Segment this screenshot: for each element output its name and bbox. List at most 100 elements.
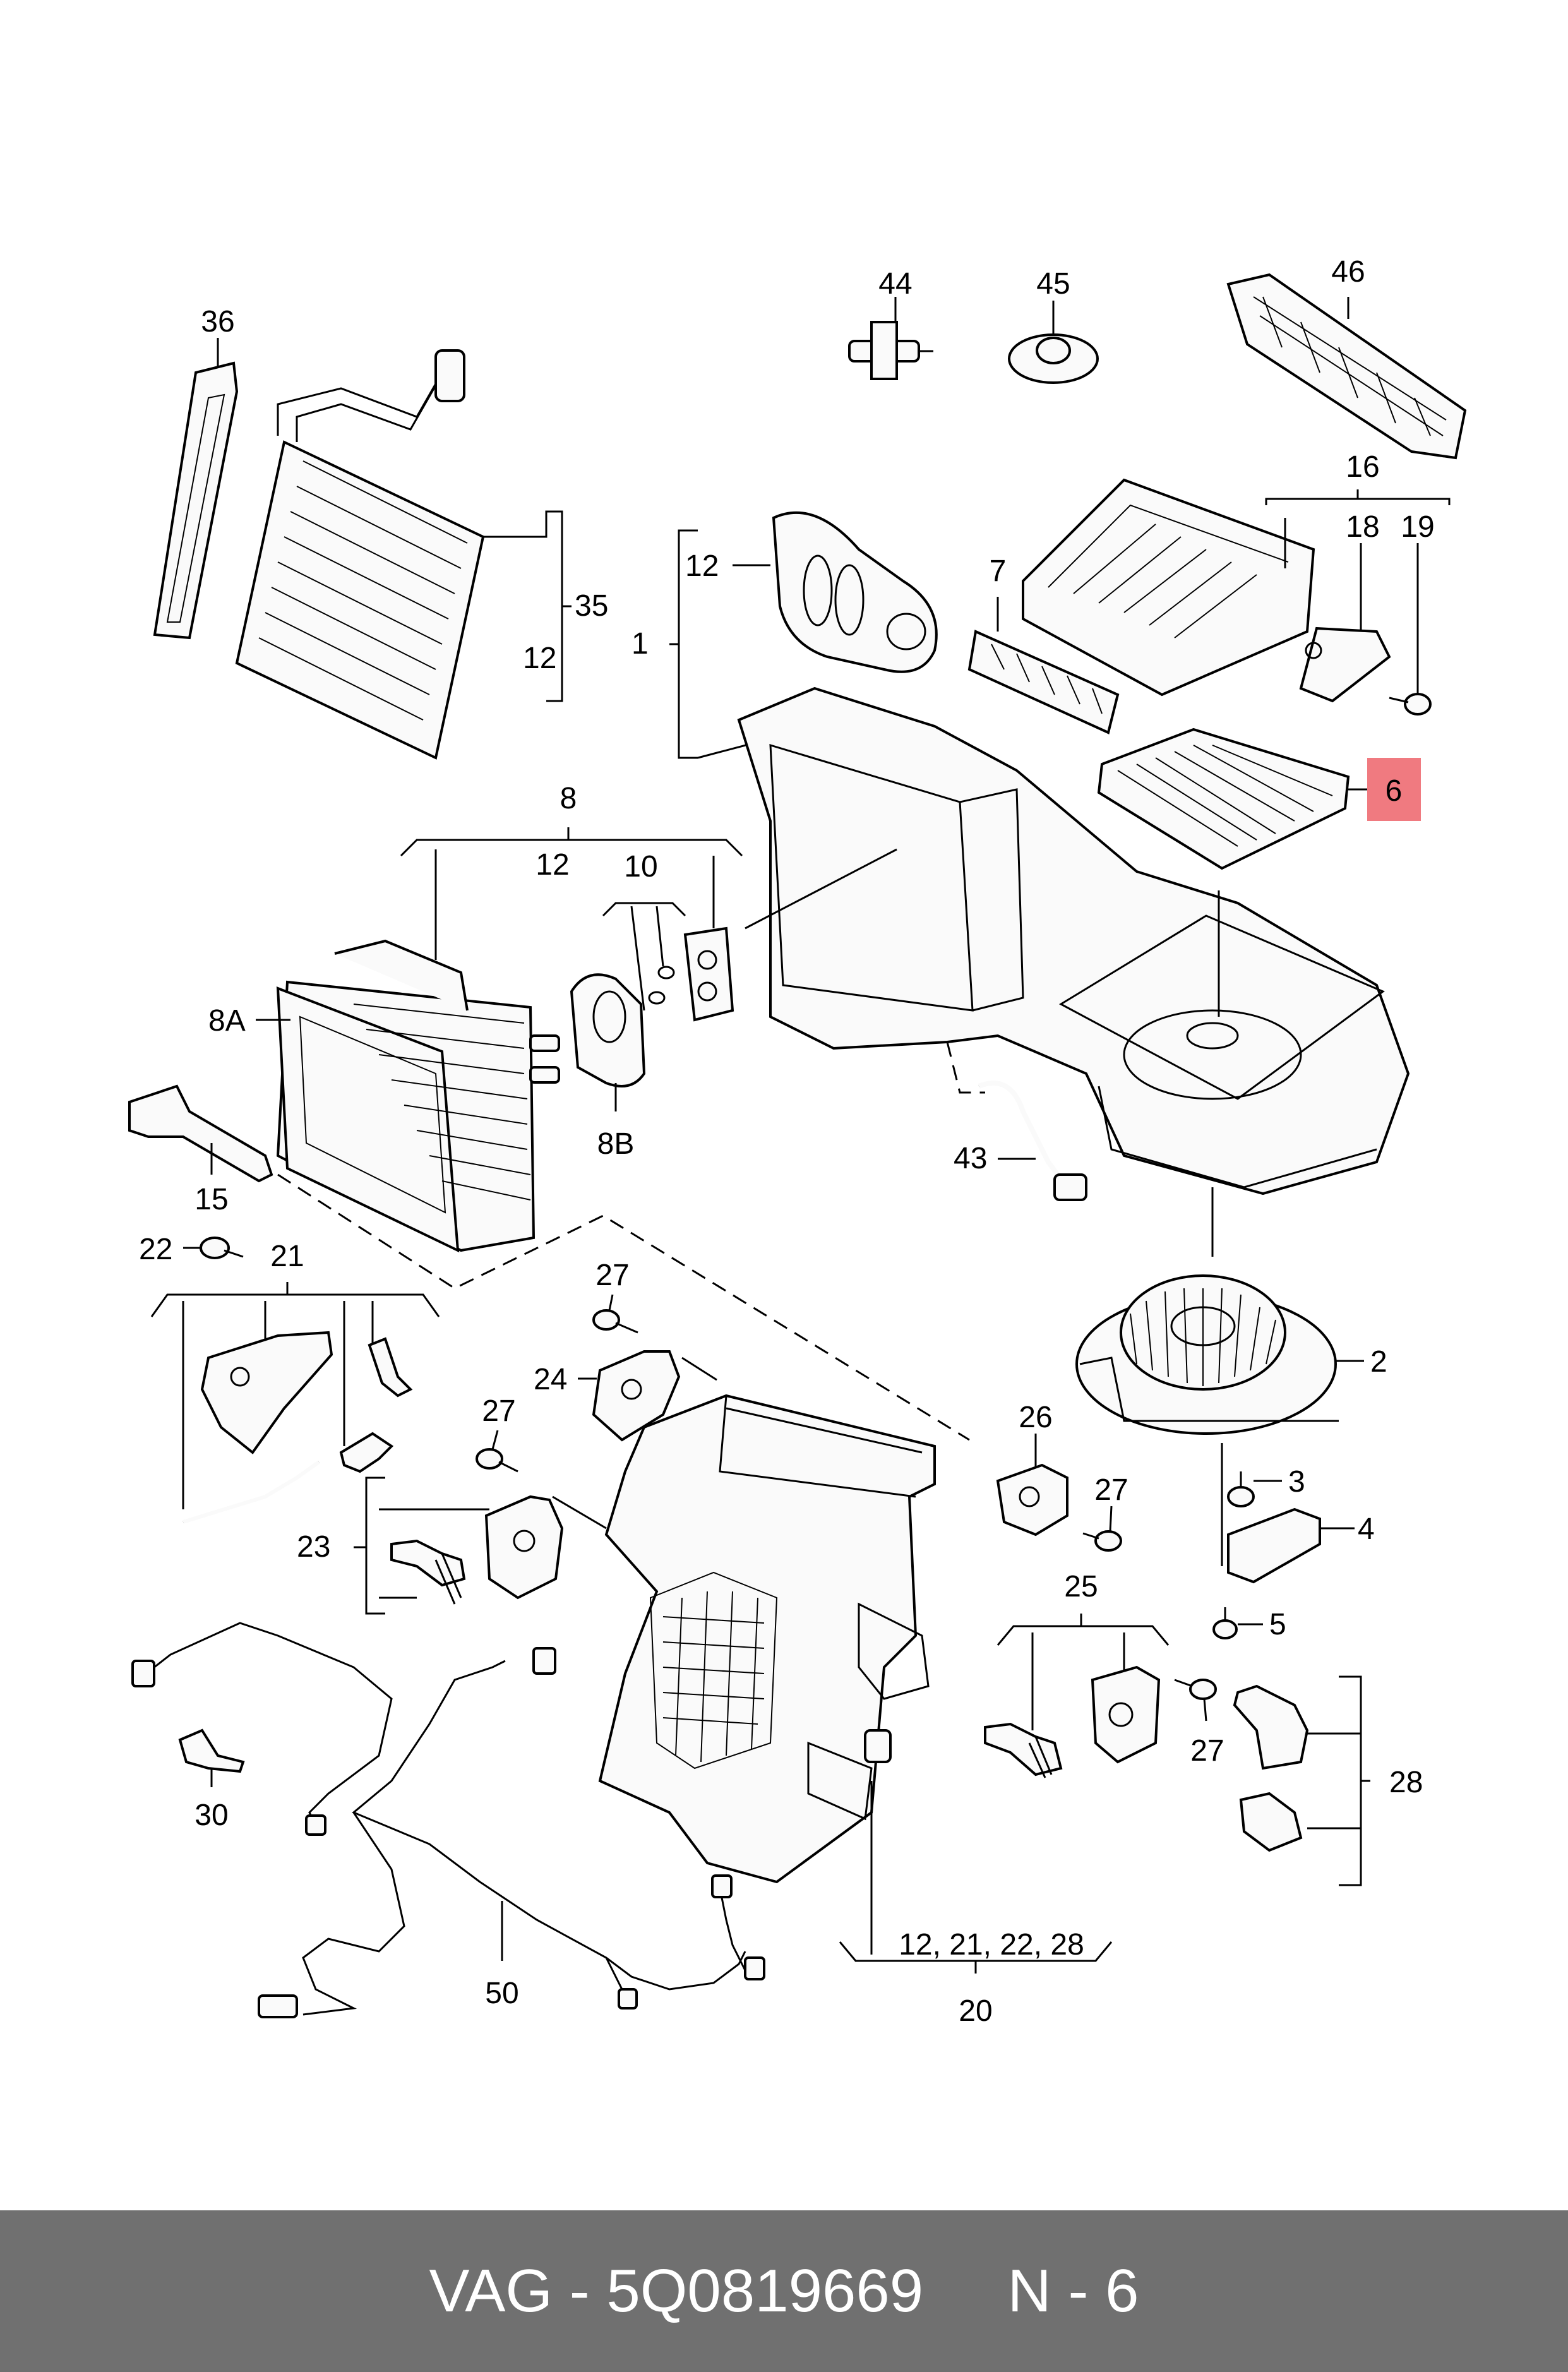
part-8A-evaporator xyxy=(276,939,560,1253)
part-23-pin xyxy=(390,1539,466,1605)
bracket-16 xyxy=(1265,498,1451,505)
part-27c-screw xyxy=(1082,1530,1122,1552)
part-50-wiring-harness xyxy=(131,1622,765,2018)
part-23-actuator xyxy=(484,1495,564,1600)
leader-housing-8 xyxy=(745,848,897,930)
part-27d-screw xyxy=(1174,1679,1217,1700)
dashed-connector-evaporator xyxy=(277,1173,970,1441)
leader-27b xyxy=(491,1430,499,1450)
leader-27d xyxy=(1203,1698,1207,1722)
part-19-screw xyxy=(1389,693,1432,716)
part-20-heater-housing xyxy=(598,1394,936,1884)
part-5-screw xyxy=(1212,1607,1238,1639)
part-o-rings xyxy=(648,966,675,1005)
bracket-28 xyxy=(1339,1675,1362,1886)
label-50: 50 xyxy=(485,1977,518,2010)
part-6-cabin-filter xyxy=(1097,728,1350,870)
part-43-hose xyxy=(978,1081,1087,1201)
label-27a: 27 xyxy=(595,1259,629,1292)
label-21: 21 xyxy=(270,1240,304,1273)
label-26: 26 xyxy=(1019,1401,1052,1434)
label-20: 20 xyxy=(959,1994,992,2028)
bracket-35 xyxy=(483,510,563,702)
part-36-bracket xyxy=(153,361,239,640)
part-22-screw xyxy=(200,1237,244,1259)
label-46: 46 xyxy=(1331,255,1365,289)
bracket-23 xyxy=(365,1477,385,1615)
part-27a-screw xyxy=(592,1309,638,1334)
label-12-35: 12 xyxy=(523,642,556,675)
label-45: 45 xyxy=(1036,267,1070,301)
part-25-pin xyxy=(984,1722,1063,1778)
footer-bar: VAG - 5Q0819669 N - 6 xyxy=(0,2210,1568,2372)
label-1: 1 xyxy=(631,627,649,661)
label-8: 8 xyxy=(560,782,577,815)
part-21-clip-a xyxy=(368,1337,413,1398)
label-15: 15 xyxy=(195,1183,228,1216)
part-21-clip-b xyxy=(339,1432,394,1473)
bracket-8 xyxy=(400,839,743,857)
label-2: 2 xyxy=(1370,1345,1387,1379)
bracket-25 xyxy=(996,1625,1170,1646)
part-28-servo-a xyxy=(1233,1684,1309,1770)
label-16: 16 xyxy=(1346,450,1379,484)
label-6: 6 xyxy=(1385,774,1403,808)
label-18: 18 xyxy=(1346,510,1379,544)
label-12-8: 12 xyxy=(536,848,569,882)
label-27d: 27 xyxy=(1190,1734,1224,1768)
part-46-grille xyxy=(1226,273,1467,460)
leader-10a xyxy=(630,906,645,1011)
label-12-top: 12 xyxy=(685,549,719,583)
highlight-6 xyxy=(1367,758,1421,821)
part-4-resistor xyxy=(1227,1507,1321,1584)
label-35: 35 xyxy=(575,589,608,623)
label-43: 43 xyxy=(954,1142,987,1175)
label-8A: 8A xyxy=(208,1004,246,1038)
part-28-servo-b xyxy=(1239,1792,1303,1852)
exploded-parts-diagram: 44 45 46 36 35 12 12 1 xyxy=(128,255,1467,2028)
part-12-seal xyxy=(772,511,938,673)
label-7: 7 xyxy=(990,554,1007,588)
label-4: 4 xyxy=(1358,1512,1375,1546)
label-36: 36 xyxy=(201,305,234,338)
part-21-lever-mech xyxy=(200,1331,333,1454)
bracket-21 xyxy=(150,1293,440,1317)
leader-10b xyxy=(655,906,664,967)
part-25-actuator xyxy=(1091,1665,1161,1764)
label-25: 25 xyxy=(1064,1570,1098,1603)
part-44-clip xyxy=(848,321,933,380)
part-1-housing xyxy=(737,686,1410,1195)
label-24: 24 xyxy=(534,1363,567,1396)
part-26-actuator xyxy=(996,1463,1068,1536)
part-45-nut xyxy=(1008,333,1099,384)
label-27c: 27 xyxy=(1094,1473,1128,1507)
part-35-heater-core xyxy=(235,349,485,760)
label-5: 5 xyxy=(1269,1608,1286,1641)
part-30-clip xyxy=(178,1728,245,1773)
part-expansion-valve xyxy=(683,926,734,1022)
label-8B: 8B xyxy=(597,1127,635,1161)
leader-27c xyxy=(1109,1506,1113,1532)
dashed-connector-hose xyxy=(946,1041,985,1094)
part-2-blower-motor xyxy=(1075,1274,1339,1435)
label-22: 22 xyxy=(139,1233,172,1266)
part-21-rod xyxy=(183,1460,320,1524)
label-10: 10 xyxy=(624,850,657,884)
label-28: 28 xyxy=(1389,1766,1423,1799)
part-3-screw xyxy=(1227,1471,1255,1507)
label-23: 23 xyxy=(297,1530,330,1564)
part-8B-seal xyxy=(570,973,646,1087)
label-27b: 27 xyxy=(482,1394,515,1428)
label-44: 44 xyxy=(878,267,912,301)
leader-24-housing xyxy=(681,1357,717,1381)
part-18-actuator xyxy=(1299,626,1391,703)
footer-part-number: VAG - 5Q0819669 N - 6 xyxy=(429,2257,1139,2325)
part-7-filter xyxy=(967,630,1120,734)
part-16-cover xyxy=(1022,478,1315,697)
bracket-10 xyxy=(602,902,686,917)
part-15-sensor xyxy=(128,1084,273,1183)
label-3: 3 xyxy=(1288,1465,1305,1499)
leader-23-housing xyxy=(552,1495,607,1530)
label-20-sub: 12, 21, 22, 28 xyxy=(899,1928,1084,1962)
leader-27a xyxy=(608,1294,614,1311)
